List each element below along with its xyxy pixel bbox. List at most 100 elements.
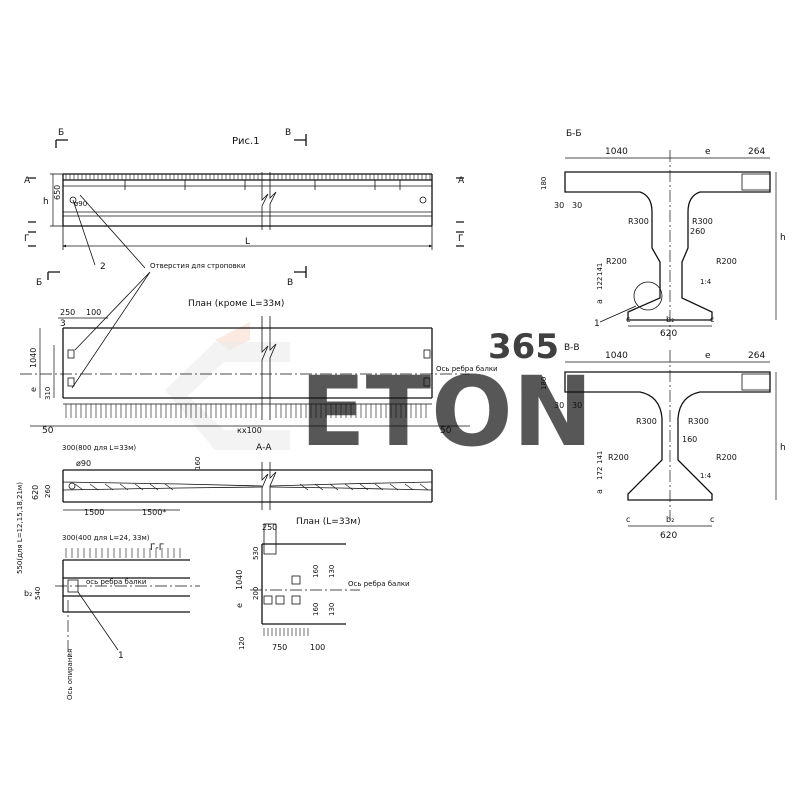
dim-250: 250 [60,308,75,317]
dim-e-bb: е [705,147,711,157]
watermark: 365 ETON [165,322,593,468]
dim-e-33: е [235,603,244,608]
dim-r200-vv-b: R200 [716,453,737,462]
dim-160-vv: 160 [682,435,697,444]
dim-180-vv: 180 [540,377,548,390]
section-aa: А-А 300(800 для L=33м) ø90 160 620 260 1… [31,443,433,517]
dim-1500-b: 1500* [142,508,166,517]
dim-30-bb-a: 30 [554,201,564,210]
section-b-top: Б [58,128,64,138]
dim-260-bb: 260 [690,227,705,236]
dim-620-vv: 620 [660,531,677,541]
dim-50-right: 50 [440,426,452,436]
dim-30-vv-a: 30 [554,401,564,410]
dim-264-vv: 264 [748,351,765,361]
dim-250-33: 250 [262,523,277,532]
dim-90-aa: ø90 [76,459,91,468]
dim-b2-vv: b₂ [666,515,674,524]
dim-200-33: 200 [252,587,260,600]
figure-title: Рис.1 [232,136,260,147]
dim-r200-bb-b: R200 [716,257,737,266]
section-b-bottom: Б [36,278,42,288]
plan-33m: План (L=33м) 250 1040 е 530 200 120 160 … [235,517,410,652]
dim-c-bb-b: с [710,315,714,324]
dim-30-vv-b: 30 [572,401,582,410]
rib-axis-label-2: Ось ребра балки [348,580,410,588]
dim-e-vv: е [705,351,711,361]
section-vv-title: В-В [564,343,580,353]
section-v-bottom: В [287,278,293,288]
dim-100-33: 100 [310,643,325,652]
callout-1-gg: 1 [118,651,124,661]
dim-260: 260 [44,485,52,498]
dim-1040-33: 1040 [235,570,244,590]
dim-540: 540 [34,587,42,600]
height-label: h [43,197,49,207]
dim-50-left: 50 [42,426,54,436]
section-v-top: В [285,128,291,138]
dim-kx100: кх100 [237,426,262,435]
dim-130-a: 130 [328,565,336,578]
dim-c-bb-a: с [626,315,630,324]
section-vv: В-В 1040 е 264 180 30 30 R300 R300 160 R… [540,343,786,541]
plan33-title: План (L=33м) [296,517,361,527]
section-a-right: А [458,176,465,186]
dim-200-530: 530 [252,547,260,560]
section-gg: 300(400 для L=24, 33м) Г-Г ось ребра бал… [16,482,200,700]
dim-141-bb: 141 [596,263,604,276]
dim-1-4-bb: 1:4 [700,278,712,286]
dim-r300-bb-b: R300 [692,217,713,226]
section-g-left: Г [24,234,30,244]
watermark-hex-logo [165,342,290,450]
top-flange-hatching [65,174,431,190]
dim-122: 122 [596,277,604,290]
dim-172: 172 [596,467,604,480]
section-aa-title: А-А [256,443,272,453]
dim-750: 750 [272,643,287,652]
dim-r300-vv-b: R300 [688,417,709,426]
rib-axis-gg: ось ребра балки [86,578,146,586]
support-axis: Ось опирания [66,649,74,700]
dim-130-b: 130 [328,603,336,616]
rib-axis-label-1: Ось ребра балки [436,365,498,373]
dim-160: 160 [194,457,202,470]
dim-r300-vv-a: R300 [636,417,657,426]
dim-100: 100 [86,308,101,317]
dim-c-vv-b: с [710,515,714,524]
callout-3: 3 [60,319,66,329]
watermark-number: 365 [488,327,559,367]
dim-650: 650 [53,185,62,200]
dim-300-400: 300(400 для L=24, 33м) [62,534,150,542]
dim-a-bb: а [595,299,604,304]
dim-b2-gg: b₂ [24,589,32,598]
dim-h-vv: h [780,443,786,453]
length-label: L [245,237,250,247]
dim-550: 550(для L=12,15,18,21м) [16,482,24,574]
section-bb: Б-Б 1040 е 264 180 30 30 R300 R300 260 R… [540,129,786,340]
dim-1-4-vv: 1:4 [700,472,712,480]
dim-r200-bb-a: R200 [606,257,627,266]
dim-141-vv: 141 [596,451,604,464]
dim-1040-bb: 1040 [605,147,628,157]
dim-620-bb: 620 [660,329,677,339]
callout-2: 2 [100,262,106,272]
dim-hole-diameter: ø90 [74,200,87,208]
hole-label: Отверстия для строповки [150,262,246,270]
section-g-right: Г [458,234,464,244]
section-bb-title: Б-Б [566,129,582,139]
dim-620: 620 [31,485,40,500]
dim-b2-bb: b₂ [666,315,674,324]
dim-e: е [29,387,38,392]
dim-r300-bb-a: R300 [628,217,649,226]
section-gg-title: Г-Г [150,543,164,553]
plan-title: План (кроме L=33м) [188,299,284,309]
dim-r200-vv-a: R200 [608,453,629,462]
dim-30-bb-b: 30 [572,201,582,210]
dim-300-800: 300(800 для L=33м) [62,444,136,452]
dim-c-vv-a: с [626,515,630,524]
section-a-left: А [24,176,31,186]
beam-elevation: Рис.1 L h 650 ø90 А А Г [24,128,465,389]
dim-a-vv: а [595,489,604,494]
watermark-text: ETON [300,356,593,468]
